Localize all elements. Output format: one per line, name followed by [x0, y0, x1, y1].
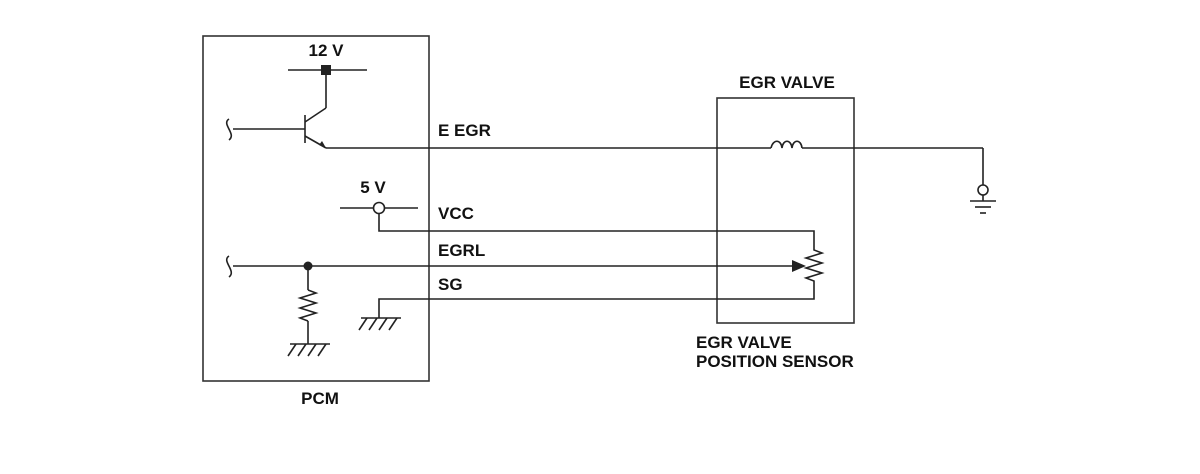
egr-valve-coil-icon	[770, 140, 803, 149]
vcc-wire	[378, 214, 815, 246]
supply-5v-node	[372, 201, 386, 215]
chassis-ground-icon	[970, 184, 996, 214]
base-input-break-icon	[225, 118, 233, 141]
egrl-input-break-icon	[225, 255, 233, 278]
label-vcc: VCC	[438, 204, 474, 223]
driver-transistor-icon	[304, 107, 327, 149]
sg-wire	[378, 284, 815, 318]
sg-ground-icon	[358, 317, 401, 331]
supply-12v-node	[321, 65, 331, 75]
pulldown-resistor-icon	[297, 289, 319, 322]
sensor-label-line1: EGR VALVE	[696, 333, 792, 352]
label-egrl: EGRL	[438, 241, 485, 260]
potentiometer-wiper-arrow-icon	[792, 260, 806, 272]
label-e-egr: E EGR	[438, 121, 491, 140]
pcm-label: PCM	[301, 389, 339, 408]
label-sg: SG	[438, 275, 463, 294]
label-5v: 5 V	[360, 178, 386, 197]
label-12v: 12 V	[309, 41, 345, 60]
egr-valve-box	[716, 97, 855, 324]
egr-valve-label: EGR VALVE	[739, 73, 835, 92]
position-sensor-potentiometer-icon	[803, 246, 825, 284]
pcm-ground-icon	[287, 343, 330, 357]
pcm-box	[202, 35, 430, 382]
sensor-label-line2: POSITION SENSOR	[696, 352, 854, 371]
